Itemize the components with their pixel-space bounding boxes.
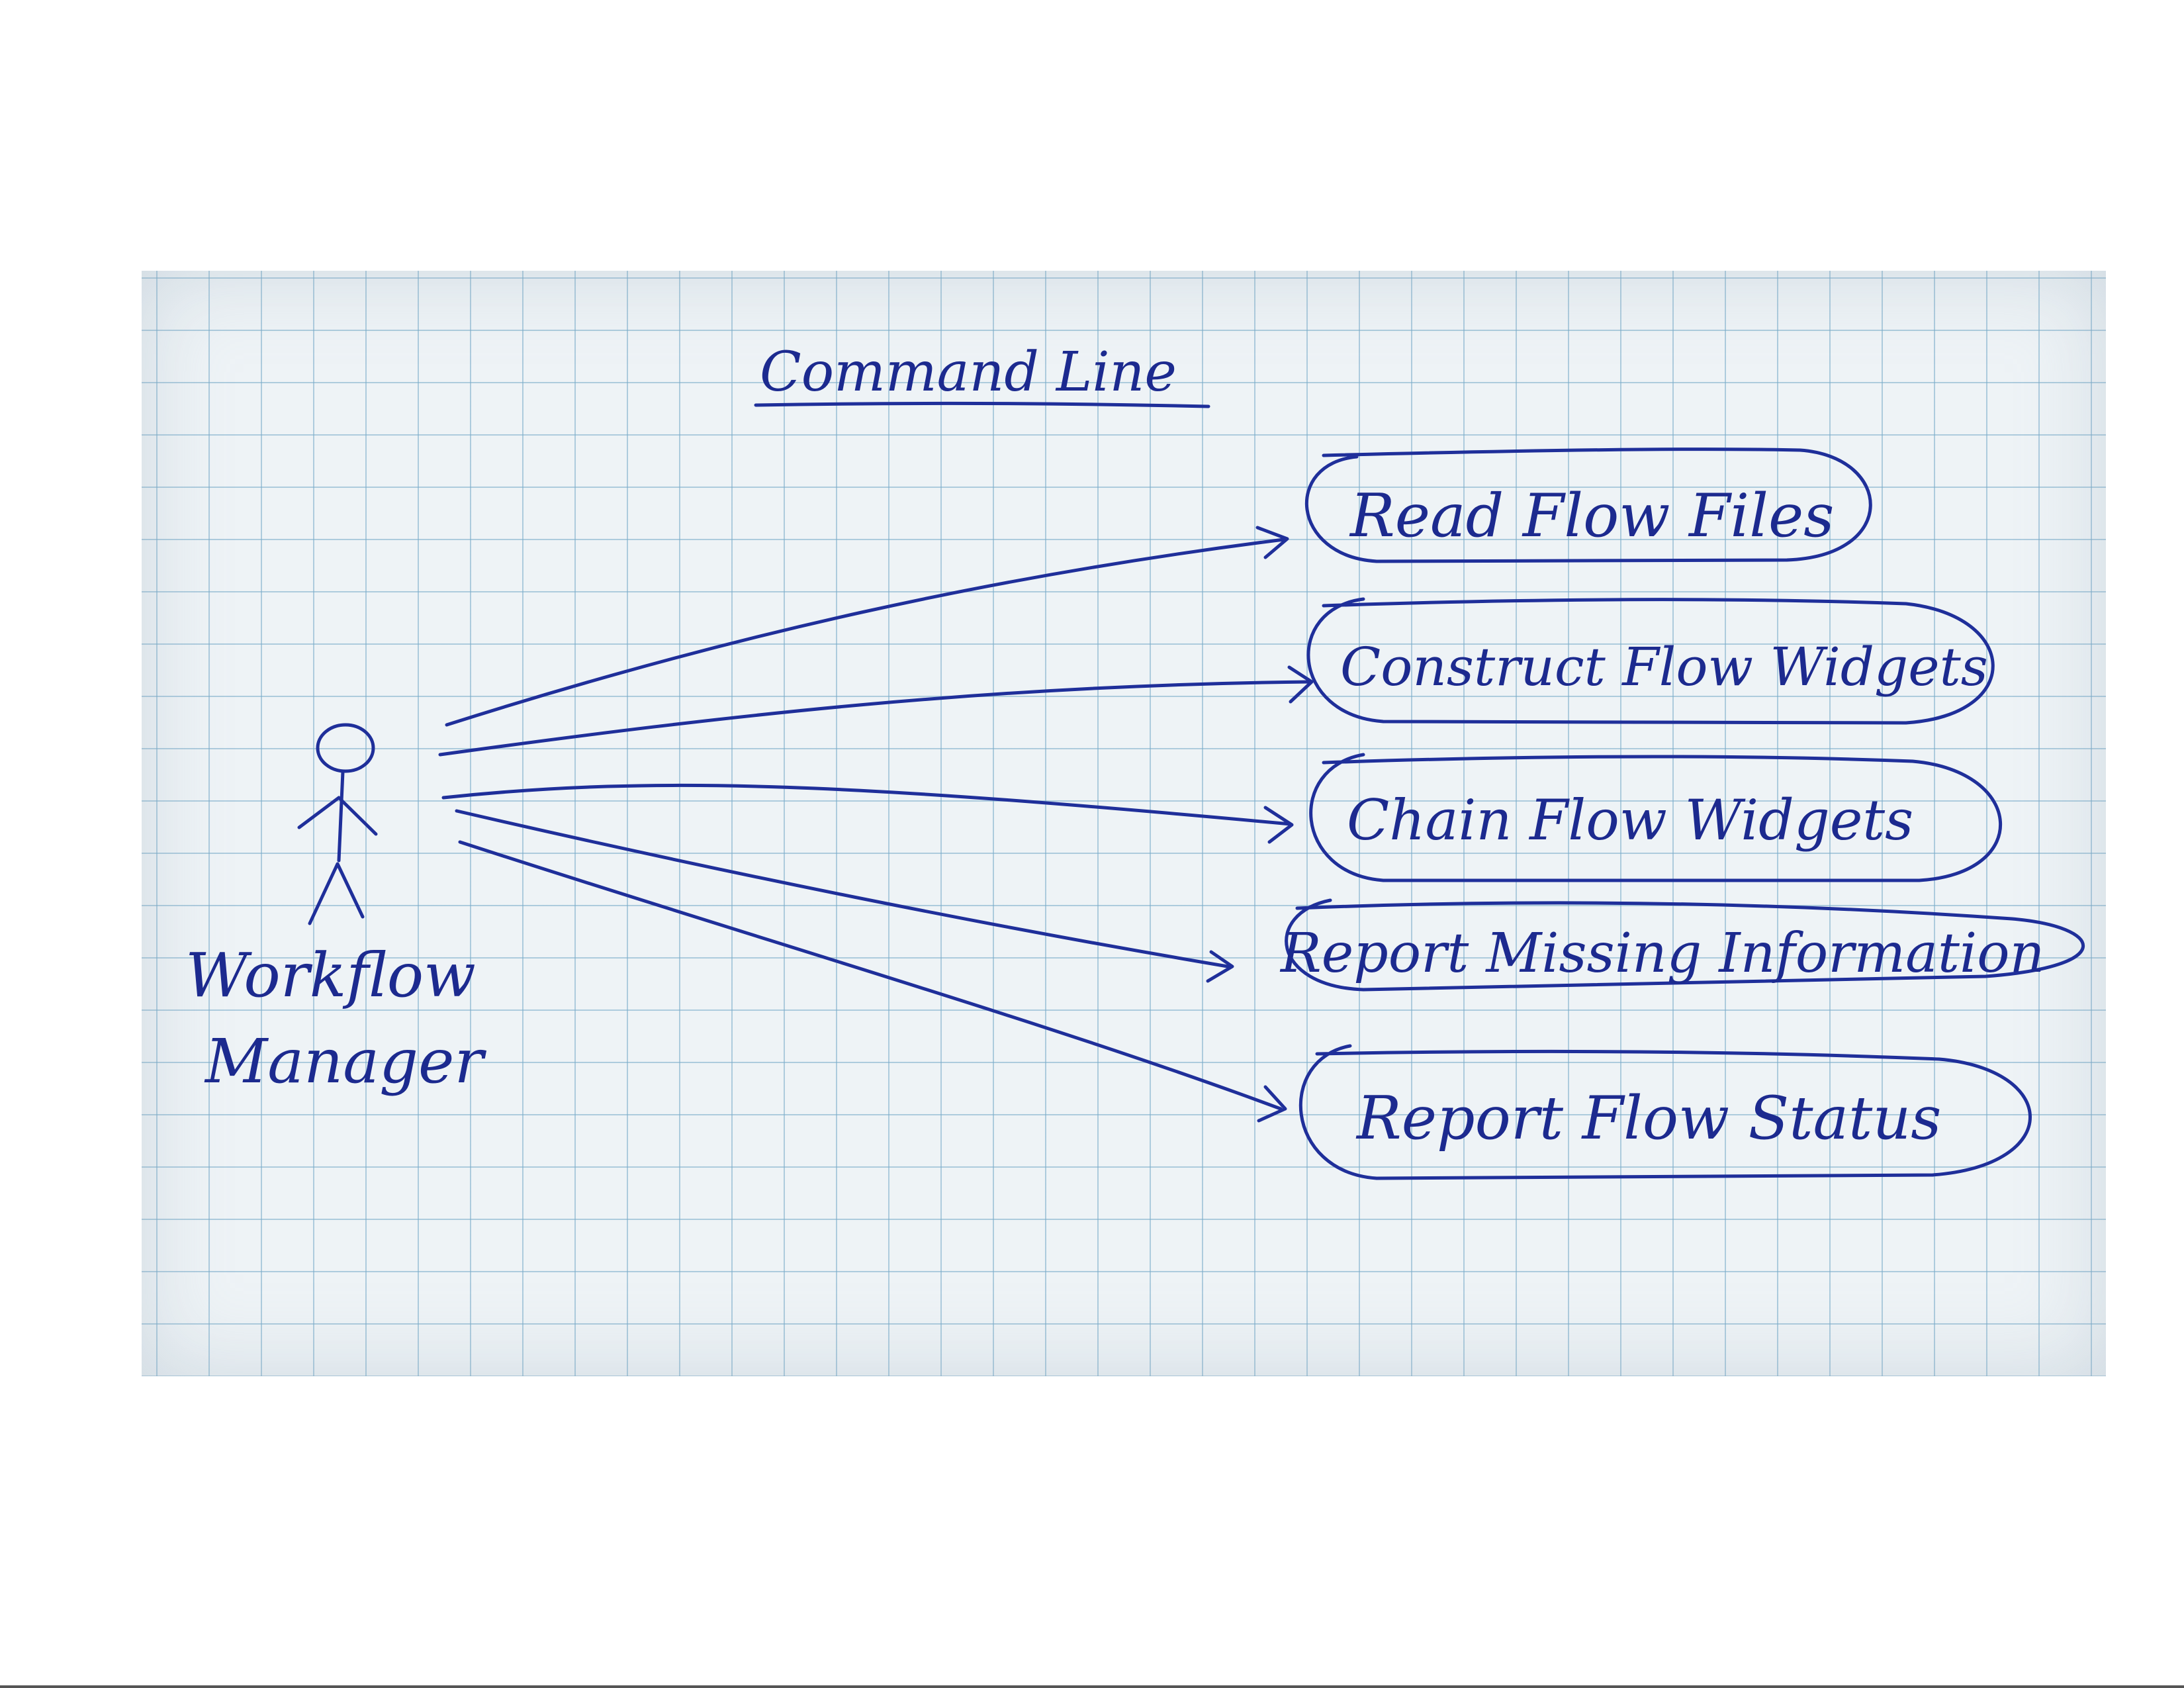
actor-arms xyxy=(297,796,378,836)
actor-body xyxy=(337,770,345,863)
use-case-read-flow-files: Read Flow Files xyxy=(1304,447,1872,563)
use-case-ellipse xyxy=(1285,898,2085,992)
actor-label-line2: Manager xyxy=(204,1026,486,1097)
association-arrows xyxy=(438,526,1314,1123)
arrowhead-report-missing-information xyxy=(1206,950,1234,983)
diagram-title: Command Line xyxy=(760,341,1177,404)
use-case-label: Read Flow Files xyxy=(1349,481,1834,551)
arrowhead-read-flow-files xyxy=(1255,526,1289,559)
actor-legs xyxy=(308,862,365,925)
arrow-report-missing-information xyxy=(455,809,1230,968)
arrow-read-flow-files xyxy=(445,538,1286,727)
use-case-ellipse xyxy=(1306,597,1995,725)
title-underline xyxy=(754,401,1210,408)
bottom-rule xyxy=(0,1685,2184,1688)
use-case-chain-flow-widgets: Chain Flow Widgets xyxy=(1309,753,2003,882)
use-case-report-flow-status: Report Flow Status xyxy=(1298,1044,2032,1180)
arrowhead-construct-flow-widgets xyxy=(1287,665,1314,704)
actor-stick-figure xyxy=(297,723,378,925)
arrowhead-report-flow-status xyxy=(1257,1085,1287,1123)
graph-paper xyxy=(142,271,2106,1376)
use-case-label: Chain Flow Widgets xyxy=(1347,788,1913,853)
use-case-label: Construct Flow Widgets xyxy=(1340,636,1988,698)
use-case-ellipse xyxy=(1298,1044,2032,1180)
arrowhead-chain-flow-widgets xyxy=(1263,806,1294,844)
arrow-construct-flow-widgets xyxy=(438,680,1312,757)
use-case-ellipse xyxy=(1304,447,1872,563)
use-case-ellipse xyxy=(1309,753,2003,882)
use-case-construct-flow-widgets: Construct Flow Widgets xyxy=(1306,597,1995,725)
use-case-label: Report Flow Status xyxy=(1355,1084,1941,1153)
use-case-report-missing-information: Report Missing Information xyxy=(1279,898,2085,992)
use-case-label: Report Missing Information xyxy=(1279,922,2044,985)
actor-head xyxy=(316,723,375,773)
actor-label-line1: Workflow xyxy=(185,940,476,1011)
arrow-report-flow-status xyxy=(458,840,1283,1111)
arrow-chain-flow-widgets xyxy=(441,783,1293,826)
